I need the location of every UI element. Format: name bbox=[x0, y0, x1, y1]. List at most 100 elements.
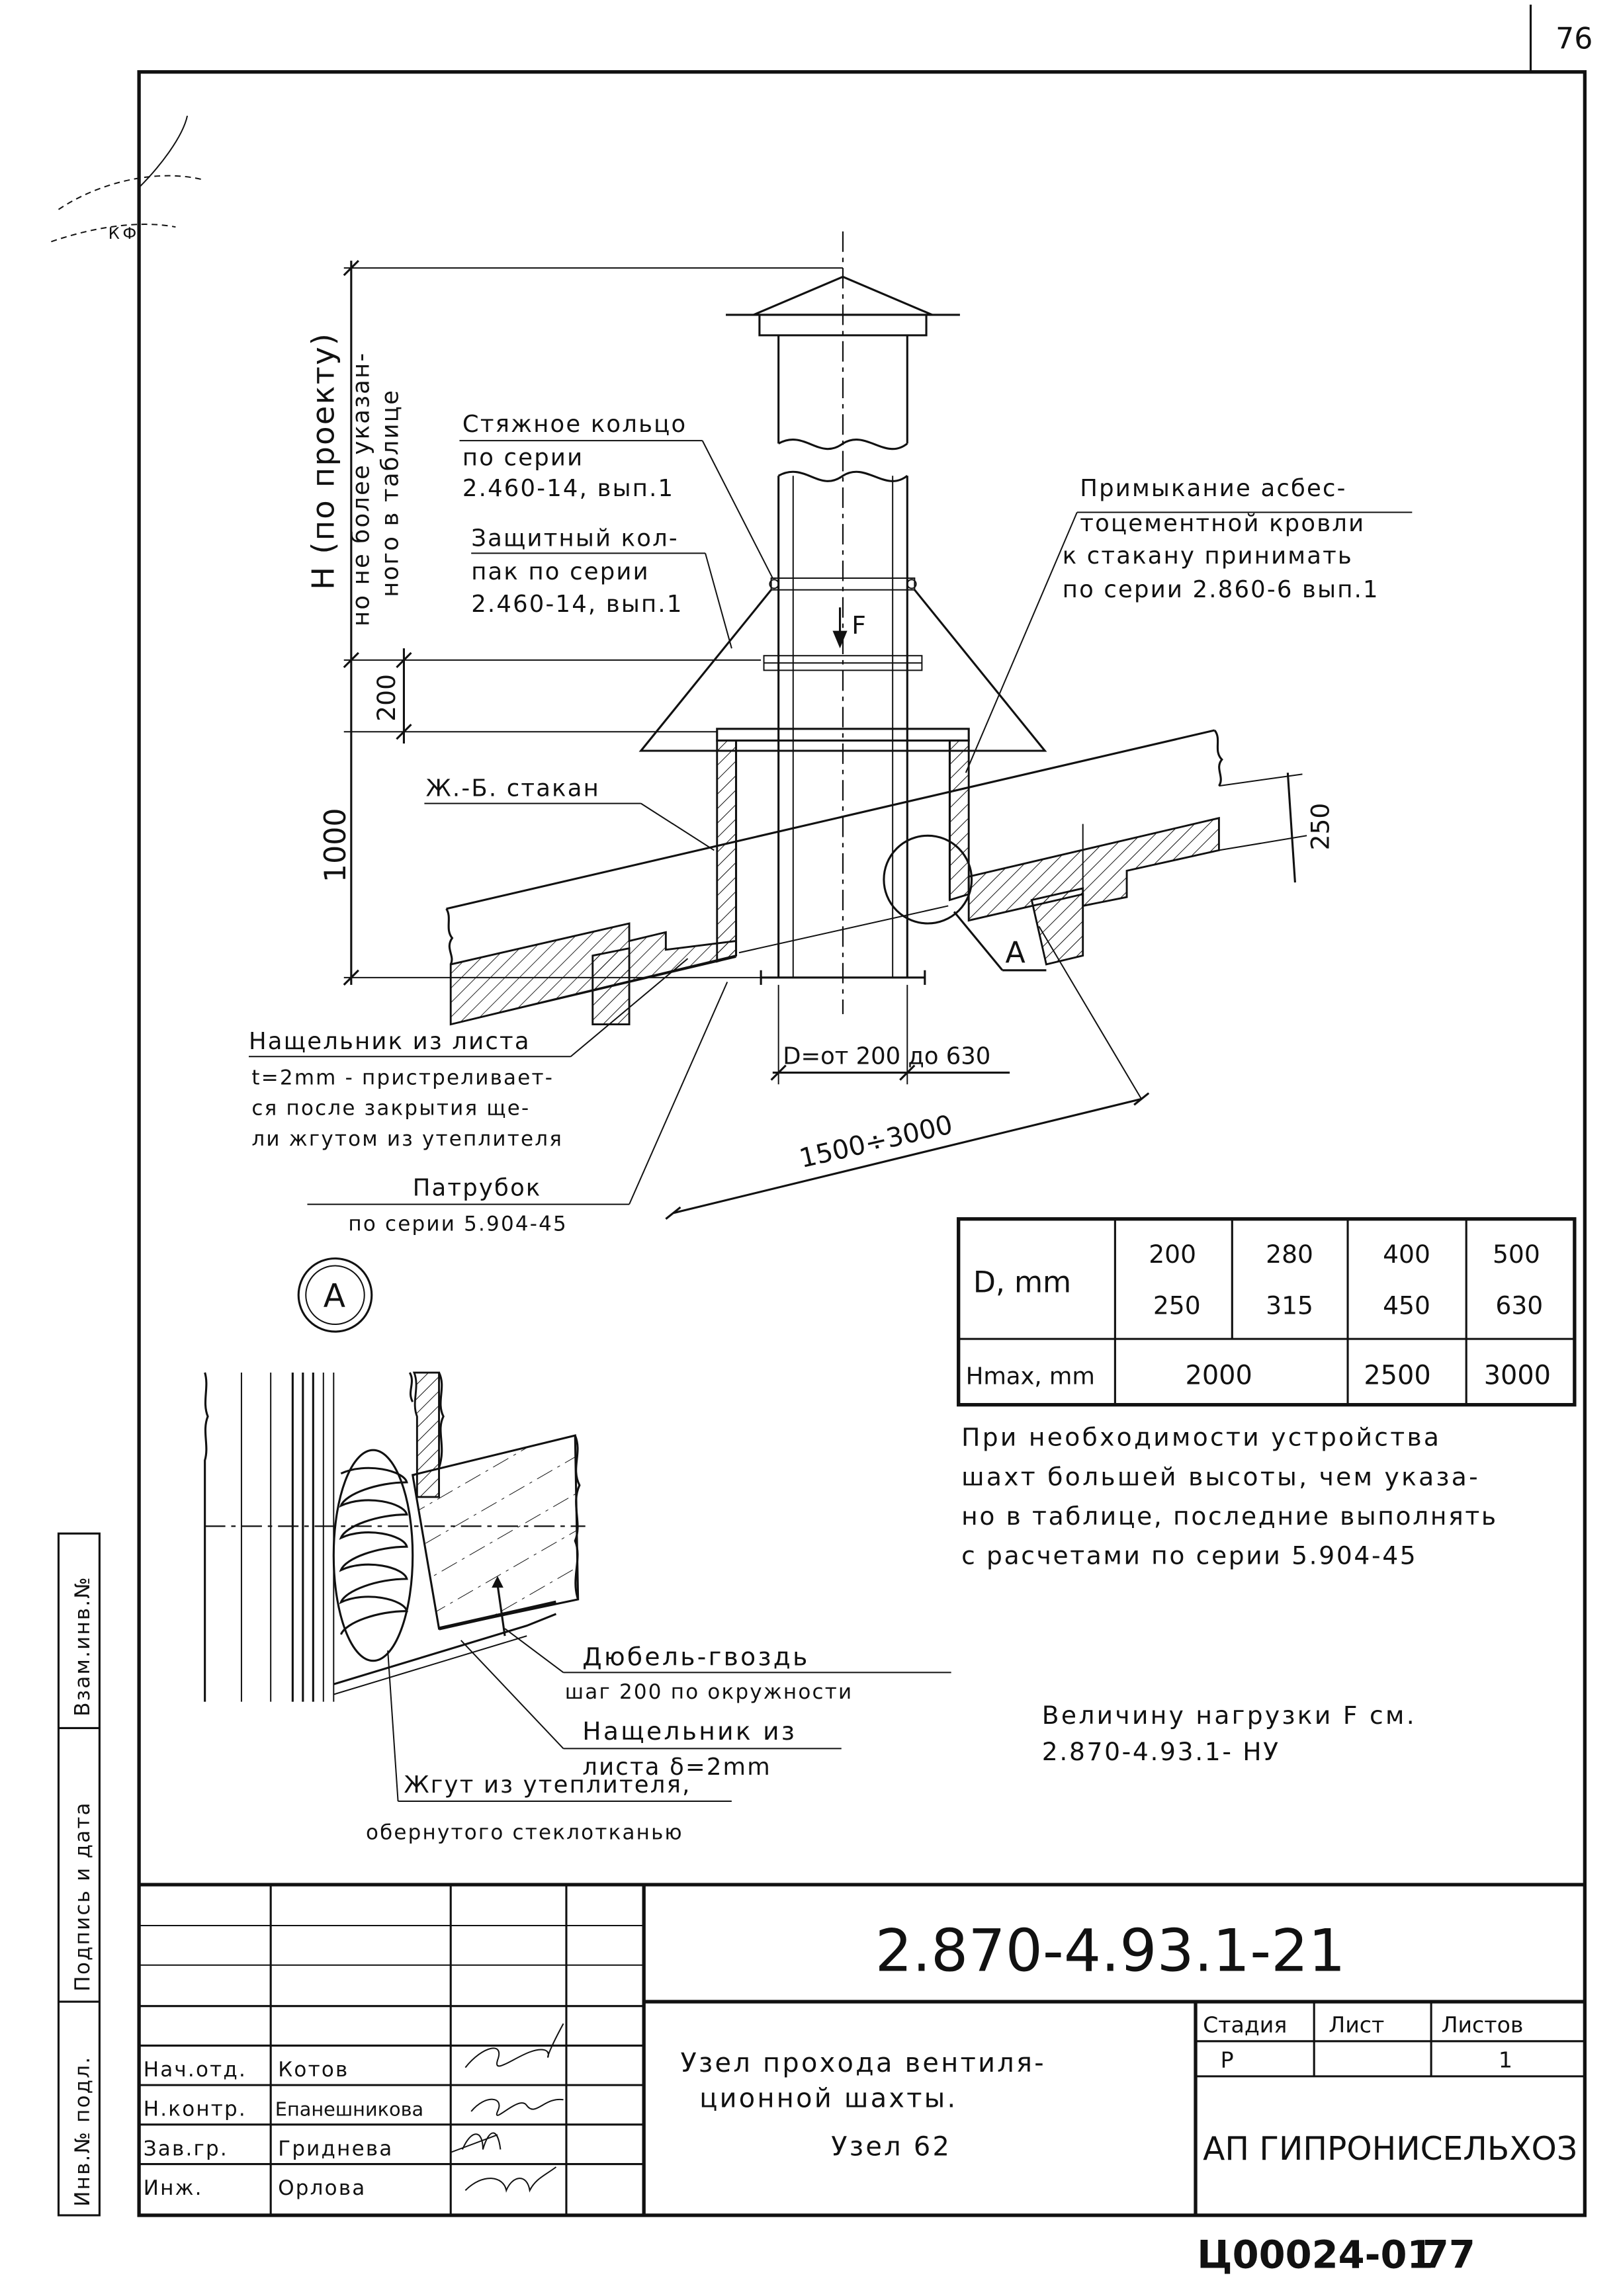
d-top-2: 280 bbox=[1266, 1240, 1313, 1269]
detail-a-label: А bbox=[324, 1277, 345, 1314]
dim-d-range: D=от 200 до 630 bbox=[783, 1042, 990, 1070]
slab-thickness-dimension: 250 bbox=[1219, 773, 1334, 883]
h-line3: ного в таблице bbox=[377, 389, 404, 597]
stage-value: Р bbox=[1221, 2047, 1234, 2073]
d-bottom-1: 250 bbox=[1153, 1291, 1201, 1320]
stamp-text: КФ bbox=[109, 224, 140, 243]
tow-line1: Жгут из утеплителя, bbox=[404, 1771, 691, 1799]
d-top-4: 500 bbox=[1493, 1240, 1540, 1269]
table-d-top-row: 200 280 400 500 bbox=[1149, 1240, 1540, 1269]
dowel-line2: шаг 200 по окружности bbox=[565, 1680, 853, 1704]
table-h-header: Hmax, mm bbox=[966, 1363, 1095, 1390]
leader-lines bbox=[249, 440, 1413, 1205]
h-value-1: 2000 bbox=[1186, 1361, 1252, 1391]
corner-page-number: 76 bbox=[1555, 22, 1593, 56]
title-line1: Узел прохода вентиля- bbox=[680, 2048, 1045, 2078]
signatures bbox=[450, 2023, 564, 2193]
callout-pipe: Патрубок по серии 5.904-45 bbox=[348, 1174, 568, 1236]
title-line2: ционной шахты. bbox=[699, 2083, 957, 2113]
callout-roof: Примыкание асбес- тоцементной кровли к с… bbox=[1063, 475, 1379, 603]
roof-line4: по серии 2.860-6 вып.1 bbox=[1063, 576, 1379, 603]
title-line3: Узел 62 bbox=[831, 2131, 951, 2162]
pipe-line1: Патрубок bbox=[413, 1174, 542, 1201]
title-block: 2.870-4.93.1-21 Узел прохода вентиля- ци… bbox=[139, 1883, 1585, 2215]
d-top-1: 200 bbox=[1149, 1240, 1196, 1269]
callout-glass: Ж.-Б. стакан bbox=[426, 775, 600, 802]
pipe-line2: по серии 5.904-45 bbox=[348, 1212, 568, 1236]
note-height: При необходимости устройства шахт больше… bbox=[961, 1423, 1498, 1570]
note2-line1: Величину нагрузки F см. bbox=[1042, 1701, 1417, 1730]
force-label: F bbox=[852, 611, 866, 640]
callout-sheet-plate: Нащельник из листа t=2mm - пристреливает… bbox=[249, 1028, 563, 1151]
plate-line3: ся после закрытия ще- bbox=[251, 1097, 530, 1121]
ring-line2: по серии bbox=[462, 445, 584, 472]
callout-cap: Защитный кол- пак по серии 2.460-14, вып… bbox=[471, 525, 683, 618]
node-a-label: А bbox=[1005, 937, 1025, 970]
plate-line2: t=2mm - пристреливает- bbox=[251, 1066, 554, 1089]
cap-line1: Защитный кол- bbox=[471, 525, 679, 552]
diameter-dimension: D=от 200 до 630 bbox=[770, 984, 1010, 1085]
cap-line2: пак по серии bbox=[471, 558, 650, 585]
detail-plate-line1: Нащельник из bbox=[582, 1717, 797, 1746]
plate-line4: ли жгутом из утеплителя bbox=[251, 1127, 563, 1151]
org-name: АП ГИПРОНИСЕЛЬХОЗ bbox=[1203, 2131, 1577, 2168]
name-2: Епанешникова bbox=[275, 2098, 423, 2121]
protective-collar bbox=[638, 577, 1047, 752]
h-value-2: 2500 bbox=[1364, 1361, 1430, 1391]
bottom-code: Ц00024-01 bbox=[1197, 2233, 1433, 2277]
side-inv-label: Инв.№ подл. bbox=[71, 2056, 95, 2207]
roof-slab bbox=[445, 729, 1223, 1026]
roof-line2: тоцементной кровли bbox=[1080, 510, 1365, 537]
stage-header: Стадия bbox=[1203, 2012, 1287, 2038]
roof-line3: к стакану принимать bbox=[1063, 542, 1353, 570]
section-drawing: F bbox=[249, 231, 1413, 1236]
side-swap-label: Взам.инв.№ bbox=[71, 1576, 95, 1717]
d-bottom-2: 315 bbox=[1266, 1291, 1313, 1320]
role-1: Нач.отд. bbox=[144, 2058, 247, 2082]
parameter-table: D, mm Hmax, mm 200 280 400 500 250 315 4… bbox=[957, 1217, 1577, 1407]
approval-stamp: КФ bbox=[51, 115, 205, 243]
table-h-row: 2000 2500 3000 bbox=[1186, 1361, 1551, 1391]
d-bottom-4: 630 bbox=[1495, 1291, 1543, 1320]
dowel-line1: Дюбель-гвоздь bbox=[582, 1642, 809, 1671]
sheet-header: Лист bbox=[1329, 2012, 1384, 2038]
detail-plate-line2: листа δ=2mm bbox=[582, 1754, 771, 1781]
exhaust-pipe bbox=[777, 335, 908, 978]
name-3: Гриднева bbox=[278, 2137, 393, 2160]
roof-line1: Примыкание асбес- bbox=[1080, 475, 1346, 502]
table-d-header: D, mm bbox=[973, 1265, 1071, 1299]
ring-line3: 2.460-14, вып.1 bbox=[462, 475, 674, 502]
d-bottom-3: 450 bbox=[1383, 1291, 1430, 1320]
tow-line2: обернутого стеклотканью bbox=[366, 1821, 683, 1845]
note1-line4: с расчетами по серии 5.904-45 bbox=[961, 1541, 1417, 1570]
sheets-header: Листов bbox=[1442, 2012, 1524, 2038]
h-value-3: 3000 bbox=[1484, 1361, 1551, 1391]
role-2: Н.контр. bbox=[144, 2098, 247, 2121]
force-arrow: F bbox=[832, 607, 866, 649]
side-strip: Взам.инв.№ Подпись и дата Инв.№ подл. bbox=[57, 1532, 101, 2217]
callout-ring: Стяжное кольцо по серии 2.460-14, вып.1 bbox=[462, 411, 687, 502]
sheets-value: 1 bbox=[1499, 2047, 1512, 2073]
plate-line1: Нащельник из листа bbox=[249, 1028, 531, 1055]
role-4: Инж. bbox=[144, 2176, 203, 2200]
note-load: Величину нагрузки F см. 2.870-4.93.1- НУ bbox=[1042, 1701, 1417, 1766]
dim-250: 250 bbox=[1305, 803, 1334, 851]
height-dimension: Н (по проекту) но не более указан- ного … bbox=[305, 259, 843, 986]
cap-line3: 2.460-14, вып.1 bbox=[471, 591, 683, 618]
bottom-page: 77 bbox=[1422, 2233, 1475, 2277]
h-line2: но не более указан- bbox=[347, 352, 374, 626]
note1-line2: шахт большей высоты, чем указа- bbox=[961, 1462, 1480, 1491]
table-d-bottom-row: 250 315 450 630 bbox=[1153, 1291, 1543, 1320]
umbrella-cap bbox=[726, 275, 960, 337]
name-1: Котов bbox=[278, 2058, 349, 2082]
note1-line3: но в таблице, последние выполнять bbox=[961, 1502, 1498, 1531]
detail-a: А Дюбель-гвоздь bbox=[204, 1257, 951, 1845]
side-signature-label: Подпись и дата bbox=[71, 1801, 95, 1991]
role-3: Зав.гр. bbox=[144, 2137, 228, 2160]
h-line1: Н (по проекту) bbox=[305, 332, 341, 590]
ring-line1: Стяжное кольцо bbox=[462, 411, 687, 438]
note2-line2: 2.870-4.93.1- НУ bbox=[1042, 1737, 1280, 1766]
detail-a-callout: А bbox=[883, 834, 1047, 972]
dim-1000: 1000 bbox=[319, 808, 353, 883]
